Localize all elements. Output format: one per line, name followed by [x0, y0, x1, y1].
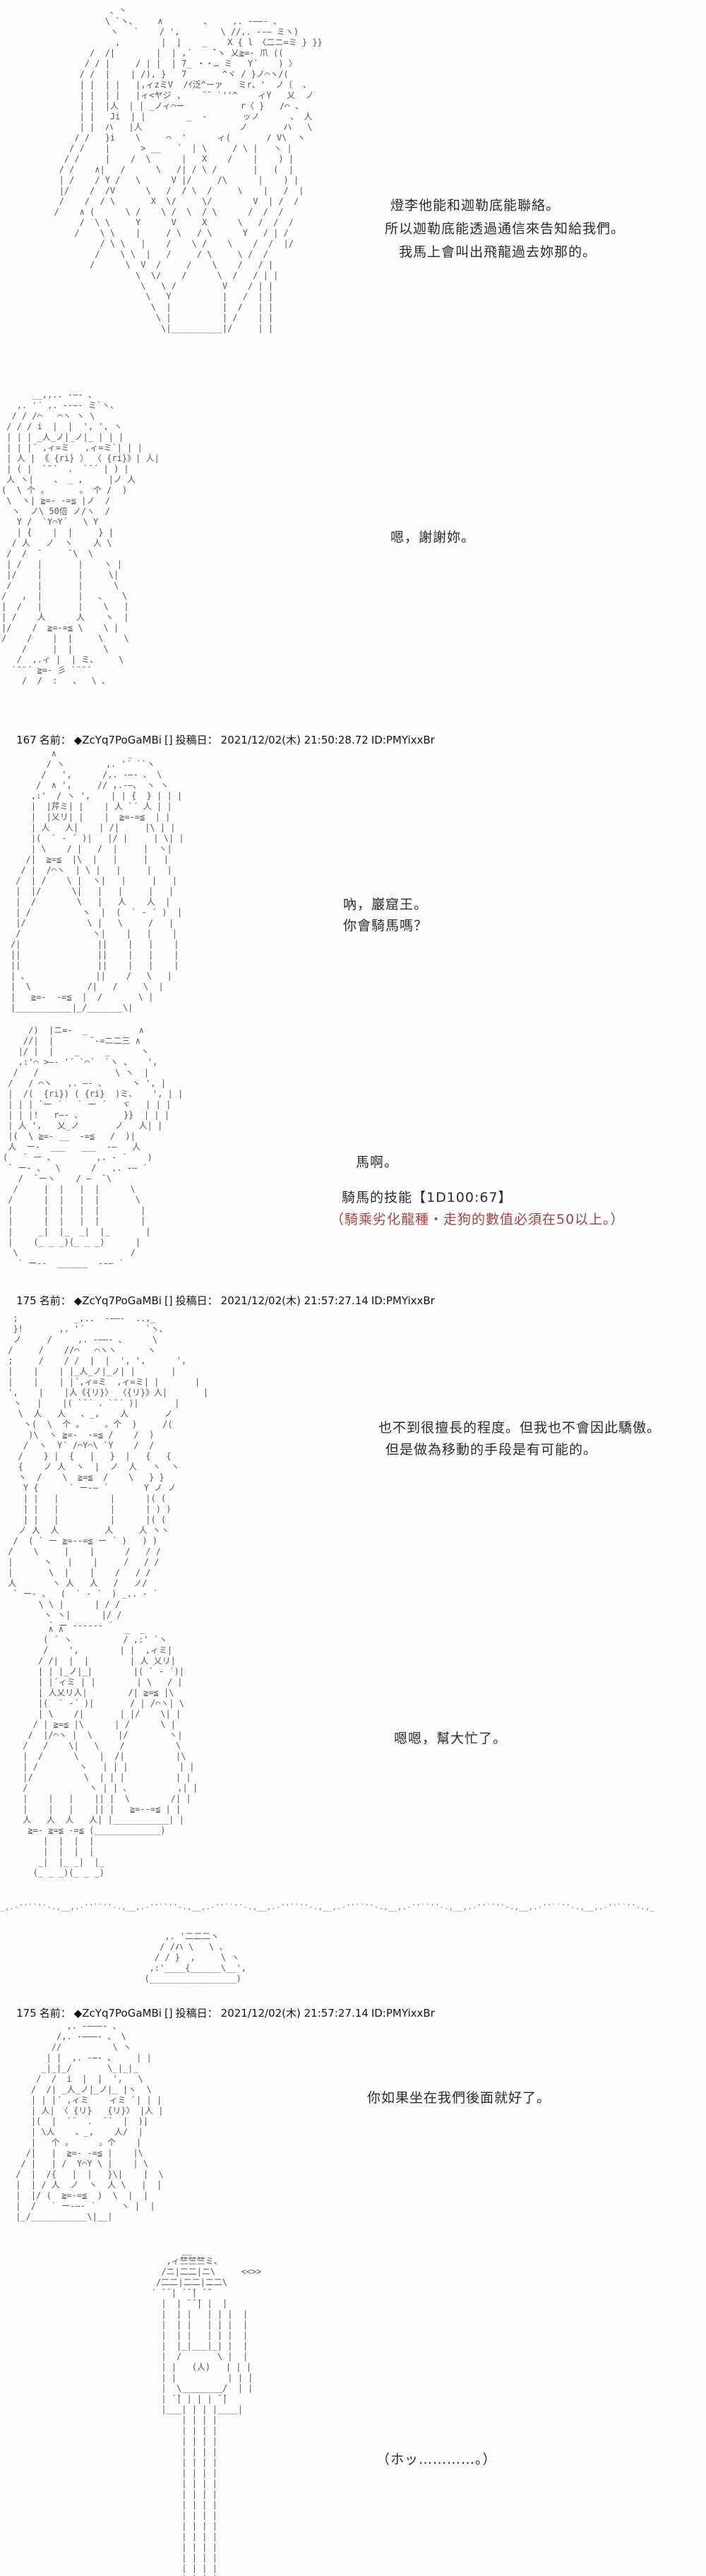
dice-roll-line: 騎馬的技能【1D100:67】 — [342, 1190, 513, 1205]
post-datetime: 2021/12/02(木) 21:50:28.72 — [220, 734, 369, 746]
post-number: 175 — [16, 2007, 37, 2020]
dialogue-line: 但是做為移動的手段是有可能的。 — [385, 1442, 598, 1457]
post-datetime: 2021/12/02(木) 21:57:27.14 — [220, 2007, 369, 2020]
name-label: 名前： — [39, 734, 71, 746]
ground-dotted-line: _,.-''``''-.,__,.-''``''-.,__,.-''``''-.… — [0, 1902, 655, 1912]
dialogue-line: 燈李他能和迦勒底能聯絡。 — [390, 198, 561, 213]
name-label: 名前： — [39, 1294, 71, 1307]
name-bracket: [] — [164, 734, 173, 746]
poster-id: ID:PMYixxBr — [371, 734, 435, 746]
ascii-art-two-small-figures: ∧ ∧ _ _ ( ´ ヽ / ,:' `ヽ / ', | | ,ィミ| / /… — [23, 1624, 198, 1878]
poster-id: ID:PMYixxBr — [371, 2007, 435, 2020]
ascii-art-stone-lantern: __ ,ィ竺竺竺ミ、 /ニ|二二|ニ\ <<>> /二二|二二|二二\ ´ ̄ … — [150, 2246, 262, 2576]
date-label: 投稿日： — [175, 734, 218, 746]
name-bracket: [] — [164, 2007, 173, 2020]
ascii-art-horse-rider: /) |ニ=- _ ∧ //| | ̄ -=ニ二三 ∧ |/ | | _ _ ヽ… — [3, 1025, 184, 1268]
dialogue-line: 也不到很擅長的程度。但我也不會因此驕傲。 — [378, 1420, 662, 1436]
poster-id: ID:PMYixxBr — [371, 1294, 435, 1307]
name-bracket: [] — [164, 1294, 173, 1307]
dialogue-line: 我馬上會叫出飛龍過去妳那的。 — [399, 244, 597, 260]
dialogue-line: 馬啊。 — [356, 1155, 399, 1170]
dialogue-line: 你會騎馬嗎？ — [343, 918, 429, 934]
ascii-art-girl-front: __,,.. -―- 、 ,. '´ ,. -‐―- ミ`ヽ、 / / /⌒ ⌒… — [1, 390, 160, 686]
post-number: 167 — [16, 734, 37, 746]
ascii-art-girl-beret: ,. -―――- 、 /,. -―――- 、 \ // \ ヽ | | ,. -… — [16, 2021, 164, 2222]
post-number: 175 — [16, 1294, 37, 1307]
ascii-art-two-figures: ∧ _ / ヽ ,. '´ ``ヽ / ', /,. -―- 、 \ / ∧ '… — [11, 749, 184, 1013]
dialogue-line: （ホッ…………。） — [376, 2452, 497, 2467]
tripcode: ◆ZcYq7PoGaMBi — [73, 734, 162, 746]
ascii-art-girl-closeup: ; _,.. -――- ..,_ }! ,. '´ `ヽ、 ノ / ,. -――… — [8, 1313, 209, 1630]
tripcode: ◆ZcYq7PoGaMBi — [73, 1294, 162, 1307]
tripcode: ◆ZcYq7PoGaMBi — [73, 2007, 162, 2020]
dice-roll-note-red: （騎乘劣化龍種・走狗的數值必須在50以上。） — [330, 1212, 625, 1227]
dialogue-line: 你如果坐在我們後面就好了。 — [367, 2090, 551, 2106]
ascii-art-girl-long-hair: 、丶 \ `ヽ、 ∧ 、 ,. -――- 、 ヽ ` / ', \ //,. -… — [54, 6, 323, 333]
name-label: 名前： — [39, 2007, 71, 2020]
dialogue-line: 所以迦勒底能透過通信來告知給我們。 — [385, 221, 626, 237]
dialogue-line: 嗯，謝謝妳。 — [390, 530, 476, 545]
post-datetime: 2021/12/02(木) 21:57:27.14 — [220, 1294, 369, 1307]
ascii-art-hat-object: ,. '二二二ヽ / /ハ \ \ 、 / / } , \ ヽ ,:'____{… — [144, 1931, 246, 1984]
dialogue-line: 吶，巖窟王。 — [343, 897, 429, 912]
dialogue-line: 嗯嗯，幫大忙了。 — [394, 1731, 508, 1746]
date-label: 投稿日： — [175, 2007, 218, 2020]
date-label: 投稿日： — [175, 1294, 218, 1307]
